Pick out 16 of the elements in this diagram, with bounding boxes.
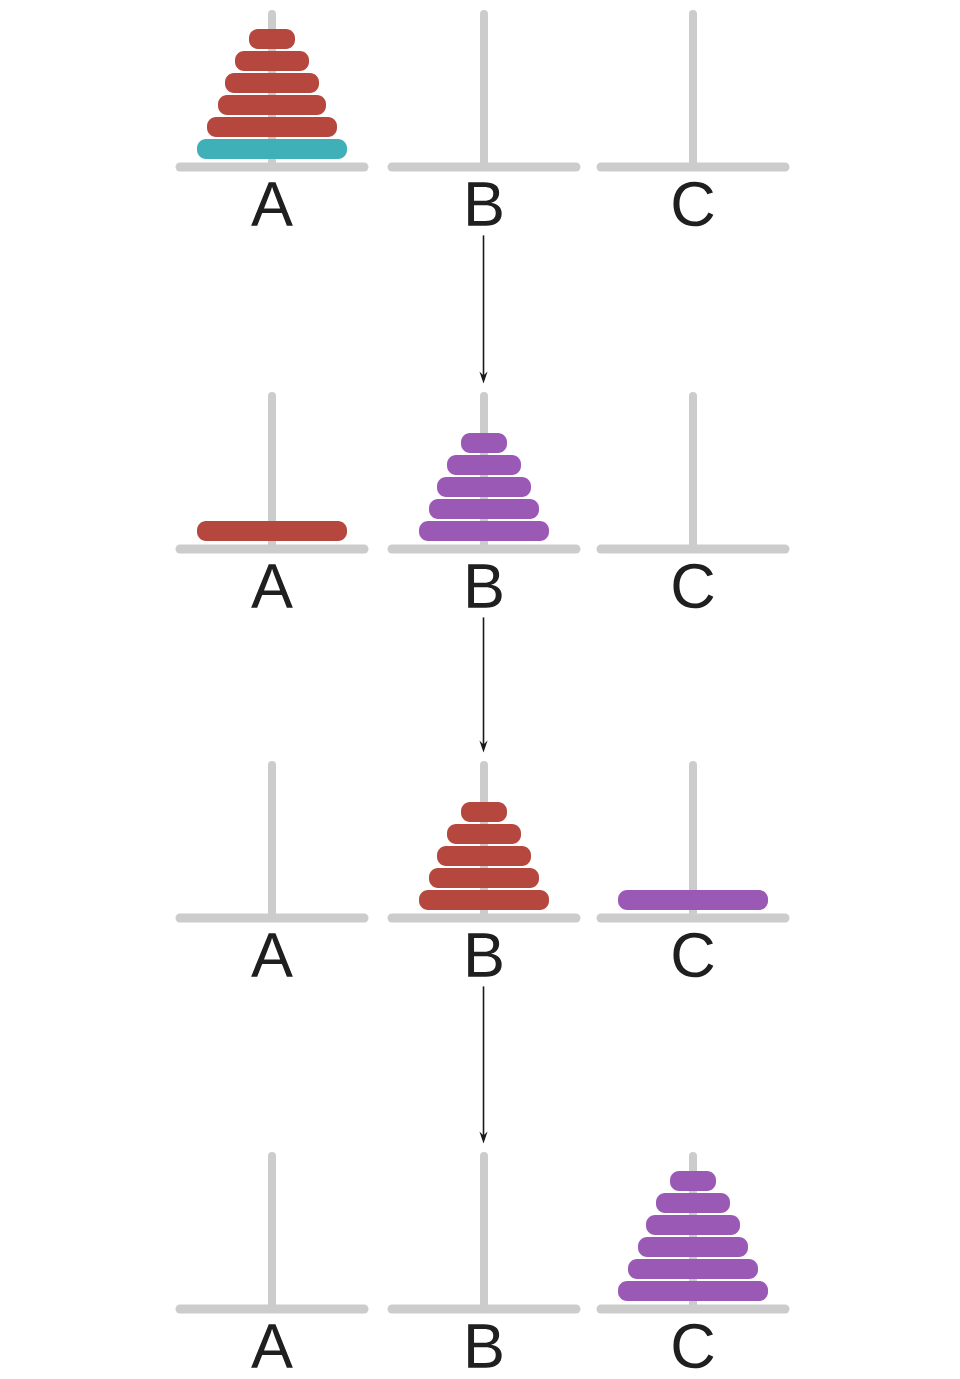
peg-label: C <box>673 181 714 227</box>
tower-puzzle-drawing <box>175 761 790 923</box>
peg-label: A <box>251 1324 293 1368</box>
peg-label: C <box>673 1323 714 1369</box>
peg-label: C <box>673 563 714 609</box>
peg-label: B <box>468 1324 502 1368</box>
tower-puzzle-drawing <box>175 1152 790 1314</box>
peg-label: A <box>251 564 293 608</box>
tower-puzzle-drawing <box>175 392 790 554</box>
peg-label: C <box>673 932 714 978</box>
tower-puzzle-drawing <box>175 10 790 172</box>
peg-label: A <box>251 933 293 977</box>
peg-label: B <box>468 933 502 977</box>
peg-label: A <box>251 182 293 226</box>
peg-label: B <box>468 182 502 226</box>
peg-label: B <box>468 564 502 608</box>
